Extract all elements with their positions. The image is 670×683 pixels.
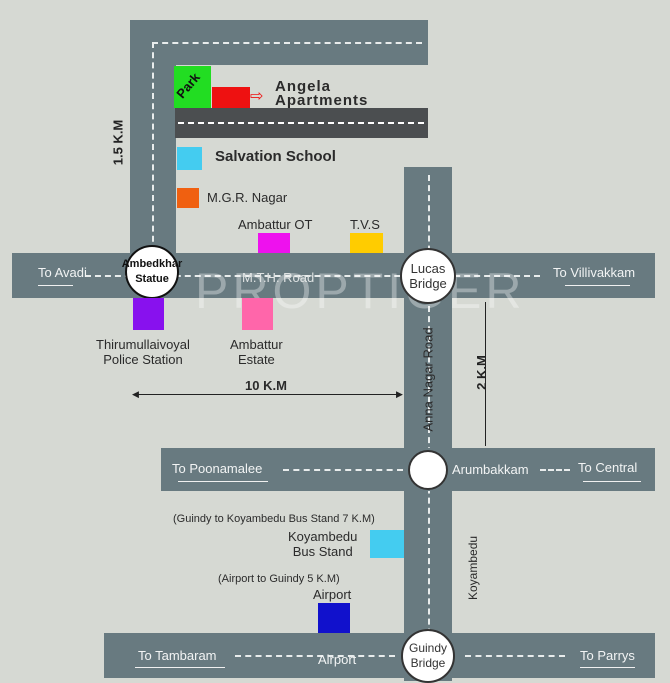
police-line1: Thirumullaivoyal — [96, 337, 190, 352]
bus-stand-marker — [370, 530, 404, 558]
airport-road-label: Airport — [318, 652, 357, 667]
arrow-head-icon: ◀ — [132, 389, 139, 399]
bus-line2: Bus Stand — [292, 544, 353, 559]
direction-villivakkam: To Villivakkam — [553, 265, 636, 280]
estate-line2: Estate — [237, 352, 275, 367]
lane-marking — [152, 42, 154, 252]
direction-avadi: To Avadi — [38, 265, 87, 280]
arrow-left-icon — [178, 481, 268, 482]
direction-tambaram: To Tambaram — [138, 648, 217, 663]
distance-10km-arrow — [134, 394, 402, 395]
bus-stand-note: (Guindy to Koyambedu Bus Stand 7 K.M) — [173, 513, 375, 525]
tvs-label: T.V.S — [350, 217, 380, 232]
guindy-line1: Guindy — [408, 641, 448, 655]
arrow-right-icon — [565, 285, 630, 286]
mth-road-label: M.T.H. Road — [242, 270, 315, 285]
guindy-line2: Bridge — [410, 656, 446, 670]
direction-poonamalee: To Poonamalee — [172, 461, 263, 476]
lucas-line1: Lucas — [410, 261, 446, 276]
arrow-right-icon — [583, 481, 641, 482]
lane-marking — [540, 469, 570, 471]
ambattur-ot-label: Ambattur OT — [238, 217, 313, 232]
airport-label: Airport — [313, 587, 352, 602]
airport-marker — [318, 603, 350, 633]
lane-marking — [178, 122, 424, 124]
ambedkhar-line1: Ambedkhar — [121, 258, 183, 270]
arrow-left-icon — [38, 285, 73, 286]
apartments-label: Apartments — [275, 92, 369, 109]
koyambedu-road-label: Koyambedu — [466, 535, 480, 600]
tvs-marker — [350, 233, 383, 253]
arrow-right-icon: ⇨ — [250, 88, 264, 105]
arumbakkam-label: Arumbakkam — [452, 462, 529, 477]
estate-line1: Ambattur — [230, 337, 283, 352]
lane-marking — [85, 275, 540, 277]
lane-marking — [152, 42, 422, 44]
arrow-head-icon: ▶ — [396, 389, 403, 399]
park-marker — [174, 66, 211, 108]
police-marker — [133, 298, 164, 330]
apartment-marker — [212, 87, 250, 108]
school-label: Salvation School — [215, 148, 336, 165]
distance-2km-arrow — [485, 302, 486, 446]
lucas-line2: Bridge — [409, 276, 447, 291]
lane-marking — [283, 469, 403, 471]
lane-marking — [465, 655, 565, 657]
arumbakkam-junction[interactable] — [408, 450, 448, 490]
arrow-right-icon — [580, 667, 635, 668]
mgr-label: M.G.R. Nagar — [207, 190, 288, 205]
direction-parrys: To Parrys — [580, 648, 635, 663]
distance-2km: 2 K.M — [473, 355, 489, 390]
distance-10km: 10 K.M — [245, 378, 287, 393]
ambedkhar-line2: Statue — [135, 273, 169, 285]
airport-note: (Airport to Guindy 5 K.M) — [218, 573, 340, 585]
estate-marker — [242, 298, 273, 330]
ambattur-ot-marker — [258, 233, 290, 253]
police-line2: Police Station — [103, 352, 183, 367]
arrow-left-icon — [135, 667, 225, 668]
school-marker — [177, 147, 202, 170]
bus-line1: Koyambedu — [288, 529, 358, 544]
distance-1-5km: 1.5 K.M — [110, 119, 126, 166]
direction-central: To Central — [578, 460, 638, 475]
lane-marking — [235, 655, 395, 657]
mgr-marker — [177, 188, 199, 208]
anna-nagar-road-label: Anna Nagar Road — [420, 327, 436, 432]
lane-marking — [428, 175, 430, 675]
angela-label: Angela — [275, 78, 332, 95]
